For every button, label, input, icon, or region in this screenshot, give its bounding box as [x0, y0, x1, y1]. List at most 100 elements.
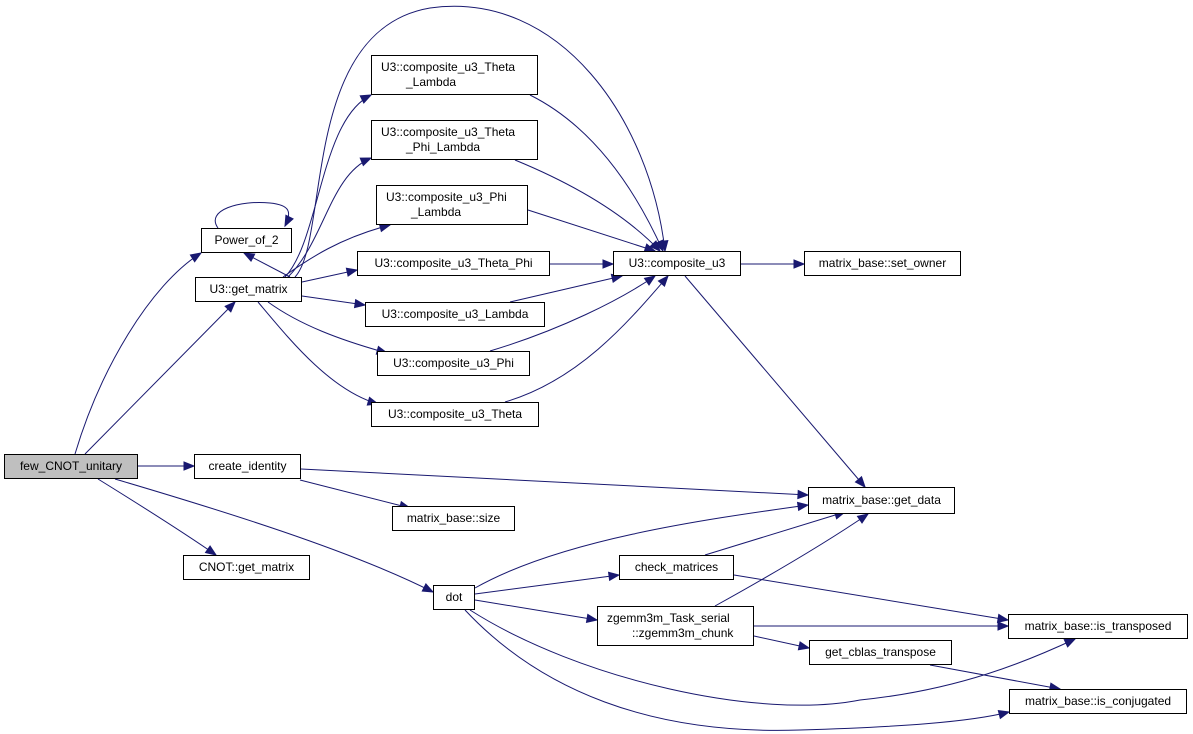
- node-label: ::zgemm3m_chunk: [632, 626, 734, 640]
- node-size[interactable]: matrix_base::size: [392, 506, 515, 531]
- edge-dot-to-get_data: [474, 501, 810, 589]
- arrowhead-icon: [649, 240, 661, 252]
- edge-u3_get_matrix-to-cu3_phi_lambda: [282, 223, 392, 278]
- arrowhead-icon: [189, 252, 203, 263]
- node-label: check_matrices: [634, 560, 719, 574]
- node-cu3-theta[interactable]: U3::composite_u3_Theta: [371, 402, 539, 427]
- node-label: Power_of_2: [214, 233, 279, 247]
- node-get-data[interactable]: matrix_base::get_data: [808, 487, 955, 514]
- arrowhead-icon: [1063, 638, 1077, 648]
- arrowhead-icon: [657, 274, 669, 288]
- edge-few_cnot-to-cnot_get_matrix: [97, 478, 218, 556]
- node-label: create_identity: [208, 459, 287, 473]
- edge-few_cnot-to-create_identity: [138, 461, 196, 471]
- arrowhead-icon: [345, 267, 359, 277]
- node-label: U3::get_matrix: [209, 282, 288, 296]
- edge-few_cnot-to-power_of_2: [74, 252, 203, 455]
- arrowhead-icon: [996, 613, 1010, 623]
- edge-u3_get_matrix-to-cu3_theta_lambda: [284, 94, 373, 278]
- arrowhead-icon: [224, 301, 236, 313]
- node-power-of-2[interactable]: Power_of_2: [201, 228, 292, 253]
- node-label: dot: [445, 590, 463, 604]
- node-u3-get-matrix[interactable]: U3::get_matrix: [195, 277, 302, 302]
- arrowhead-icon: [183, 461, 196, 471]
- arrowhead-icon: [353, 298, 367, 309]
- node-label: matrix_base::is_transposed: [1024, 619, 1172, 633]
- edge-dot-to-is_conjugated: [464, 609, 1011, 731]
- node-cu3-phi[interactable]: U3::composite_u3_Phi: [377, 351, 530, 376]
- node-label: U3::composite_u3: [628, 256, 726, 270]
- edge-create_identity-to-size: [299, 479, 412, 511]
- node-label: _Lambda: [406, 75, 457, 89]
- node-label: get_cblas_transpose: [825, 645, 936, 659]
- node-cu3-theta-phi[interactable]: U3::composite_u3_Theta_Phi: [357, 251, 550, 276]
- node-label: matrix_base::get_data: [822, 493, 941, 507]
- node-label: U3::composite_u3_Lambda: [381, 307, 529, 321]
- node-label: _Lambda: [411, 205, 462, 219]
- arrowhead-icon: [793, 259, 806, 269]
- arrowhead-icon: [797, 641, 811, 651]
- arrowhead-icon: [204, 545, 218, 556]
- node-is-transposed[interactable]: matrix_base::is_transposed: [1008, 614, 1188, 639]
- node-label: U3::composite_u3_Theta: [381, 60, 516, 74]
- node-cu3[interactable]: U3::composite_u3: [613, 251, 741, 276]
- arrowhead-icon: [607, 571, 621, 582]
- node-cu3-lambda[interactable]: U3::composite_u3_Lambda: [365, 302, 545, 327]
- edge-zgemm3m-to-get_data: [714, 513, 870, 607]
- edge-u3_get_matrix-to-power_of_2: [242, 252, 291, 278]
- edge-dot-to-is_transposed: [469, 609, 1077, 706]
- edge-check_matrices-to-is_transposed: [733, 574, 1010, 623]
- edge-get_cblas_transpose-to-is_conjugated: [929, 664, 1062, 692]
- edge-cu3_theta_phi_lambda-to-cu3: [514, 159, 661, 252]
- node-label: U3::composite_u3_Theta: [381, 125, 516, 139]
- arrowhead-icon: [643, 275, 657, 286]
- edge-zgemm3m-to-get_cblas_transpose: [753, 635, 811, 651]
- node-cu3-theta-lambda[interactable]: U3::composite_u3_Theta_Lambda: [371, 55, 538, 95]
- edge-u3_get_matrix-to-cu3_theta_phi: [301, 267, 359, 283]
- edge-few_cnot-to-u3_get_matrix: [84, 301, 236, 455]
- arrowhead-icon: [856, 513, 870, 524]
- node-label: CNOT::get_matrix: [198, 560, 295, 574]
- node-get-cblas-transpose[interactable]: get_cblas_transpose: [809, 640, 952, 665]
- node-check-matrices[interactable]: check_matrices: [619, 555, 734, 580]
- arrowhead-icon: [797, 489, 810, 500]
- edge-power_of_2-to-power_of_2: [214, 201, 294, 229]
- edge-create_identity-to-get_data: [300, 468, 810, 500]
- node-label: zgemm3m_Task_serial: [607, 611, 730, 625]
- node-label: matrix_base::size: [406, 511, 501, 525]
- node-is-conjugated[interactable]: matrix_base::is_conjugated: [1009, 689, 1187, 714]
- node-cu3-phi-lambda[interactable]: U3::composite_u3_Phi_Lambda: [376, 185, 528, 225]
- node-cu3-theta-phi-lambda[interactable]: U3::composite_u3_Theta_Phi_Lambda: [371, 120, 538, 160]
- node-few-cnot: few_CNOT_unitary: [4, 454, 138, 479]
- arrowhead-icon: [796, 501, 810, 512]
- edge-u3_get_matrix-to-cu3_lambda: [301, 295, 367, 309]
- edge-cu3_phi-to-cu3: [489, 275, 657, 352]
- edge-cu3_lambda-to-cu3: [509, 273, 624, 303]
- edge-cu3-to-get_data: [684, 275, 866, 489]
- edge-cu3_theta-to-cu3: [504, 274, 669, 403]
- edge-few_cnot-to-dot: [114, 478, 435, 593]
- node-dot[interactable]: dot: [433, 585, 475, 610]
- arrowhead-icon: [359, 157, 373, 167]
- node-zgemm3m[interactable]: zgemm3m_Task_serial::zgemm3m_chunk: [597, 606, 754, 646]
- node-label: _Phi_Lambda: [406, 140, 481, 154]
- edge-zgemm3m-to-is_transposed: [754, 621, 1010, 631]
- node-label: few_CNOT_unitary: [19, 459, 123, 473]
- edge-cu3_theta_phi-to-cu3: [550, 259, 615, 269]
- node-set-owner[interactable]: matrix_base::set_owner: [804, 251, 961, 276]
- node-create-identity[interactable]: create_identity: [194, 454, 301, 479]
- arrowhead-icon: [359, 94, 373, 104]
- node-label: U3::composite_u3_Phi: [393, 356, 514, 370]
- edge-cu3_theta_lambda-to-cu3: [529, 94, 664, 253]
- edge-dot-to-zgemm3m: [474, 599, 599, 623]
- node-label: matrix_base::set_owner: [818, 256, 947, 270]
- arrowhead-icon: [854, 475, 866, 489]
- edge-check_matrices-to-get_data: [704, 510, 847, 556]
- node-label: U3::composite_u3_Theta: [387, 407, 523, 421]
- arrowhead-icon: [421, 583, 435, 593]
- node-cnot-get-matrix[interactable]: CNOT::get_matrix: [183, 555, 310, 580]
- arrowhead-icon: [602, 259, 615, 269]
- edge-u3_get_matrix-to-cu3_theta_phi_lambda: [287, 157, 373, 278]
- arrowhead-icon: [997, 621, 1010, 631]
